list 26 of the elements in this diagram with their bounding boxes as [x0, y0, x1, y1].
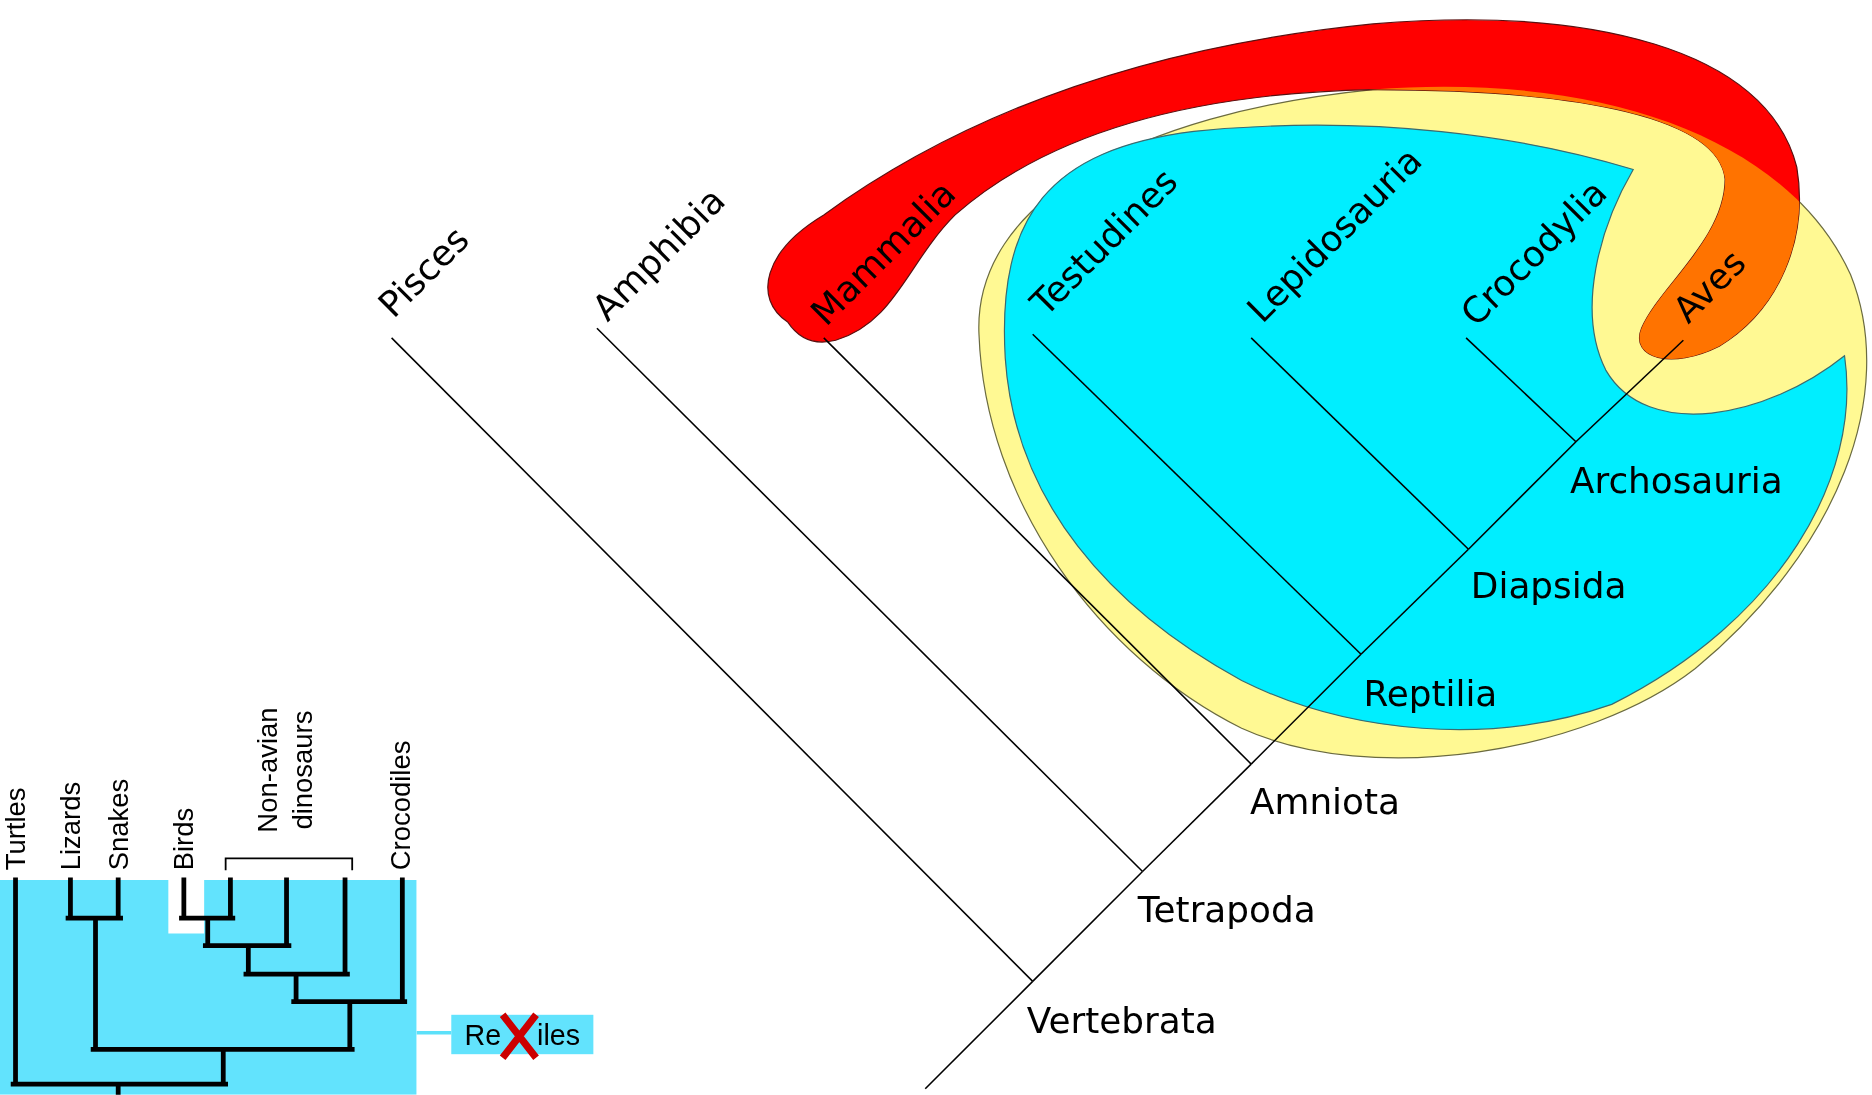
branch-line [390, 337, 1034, 983]
taxon-label: Non-avian dinosaurs [250, 706, 319, 835]
branch-line [1250, 337, 1470, 550]
clade-label: Amniota [1250, 782, 1400, 823]
taxon-label: Lizards [53, 781, 87, 871]
taxon-label: Birds [167, 807, 201, 871]
branch-line [1465, 337, 1577, 443]
taxon-label: Turtles [0, 787, 33, 871]
branch-line [596, 327, 1144, 873]
clade-label: Vertebrata [1026, 1000, 1217, 1042]
branch-line [1250, 653, 1362, 765]
clade-label: Diapsida [1470, 565, 1627, 607]
branch-line [1141, 763, 1252, 873]
branch-line [1575, 339, 1685, 443]
taxon-label: Snakes [101, 778, 135, 871]
clade-label: Archosauria [1569, 460, 1783, 502]
branch-line [1031, 870, 1144, 983]
branch-line [1360, 548, 1470, 656]
branch-line [416, 1030, 452, 1035]
taxon-label: Crocodiles [383, 740, 417, 871]
clade-label: Tetrapoda [1137, 889, 1316, 931]
branch-line [823, 337, 1252, 765]
branch-line [1031, 333, 1362, 656]
clade-label: Reptilia [1363, 673, 1498, 714]
branch-line [924, 980, 1034, 1090]
branch-line [1467, 440, 1577, 550]
